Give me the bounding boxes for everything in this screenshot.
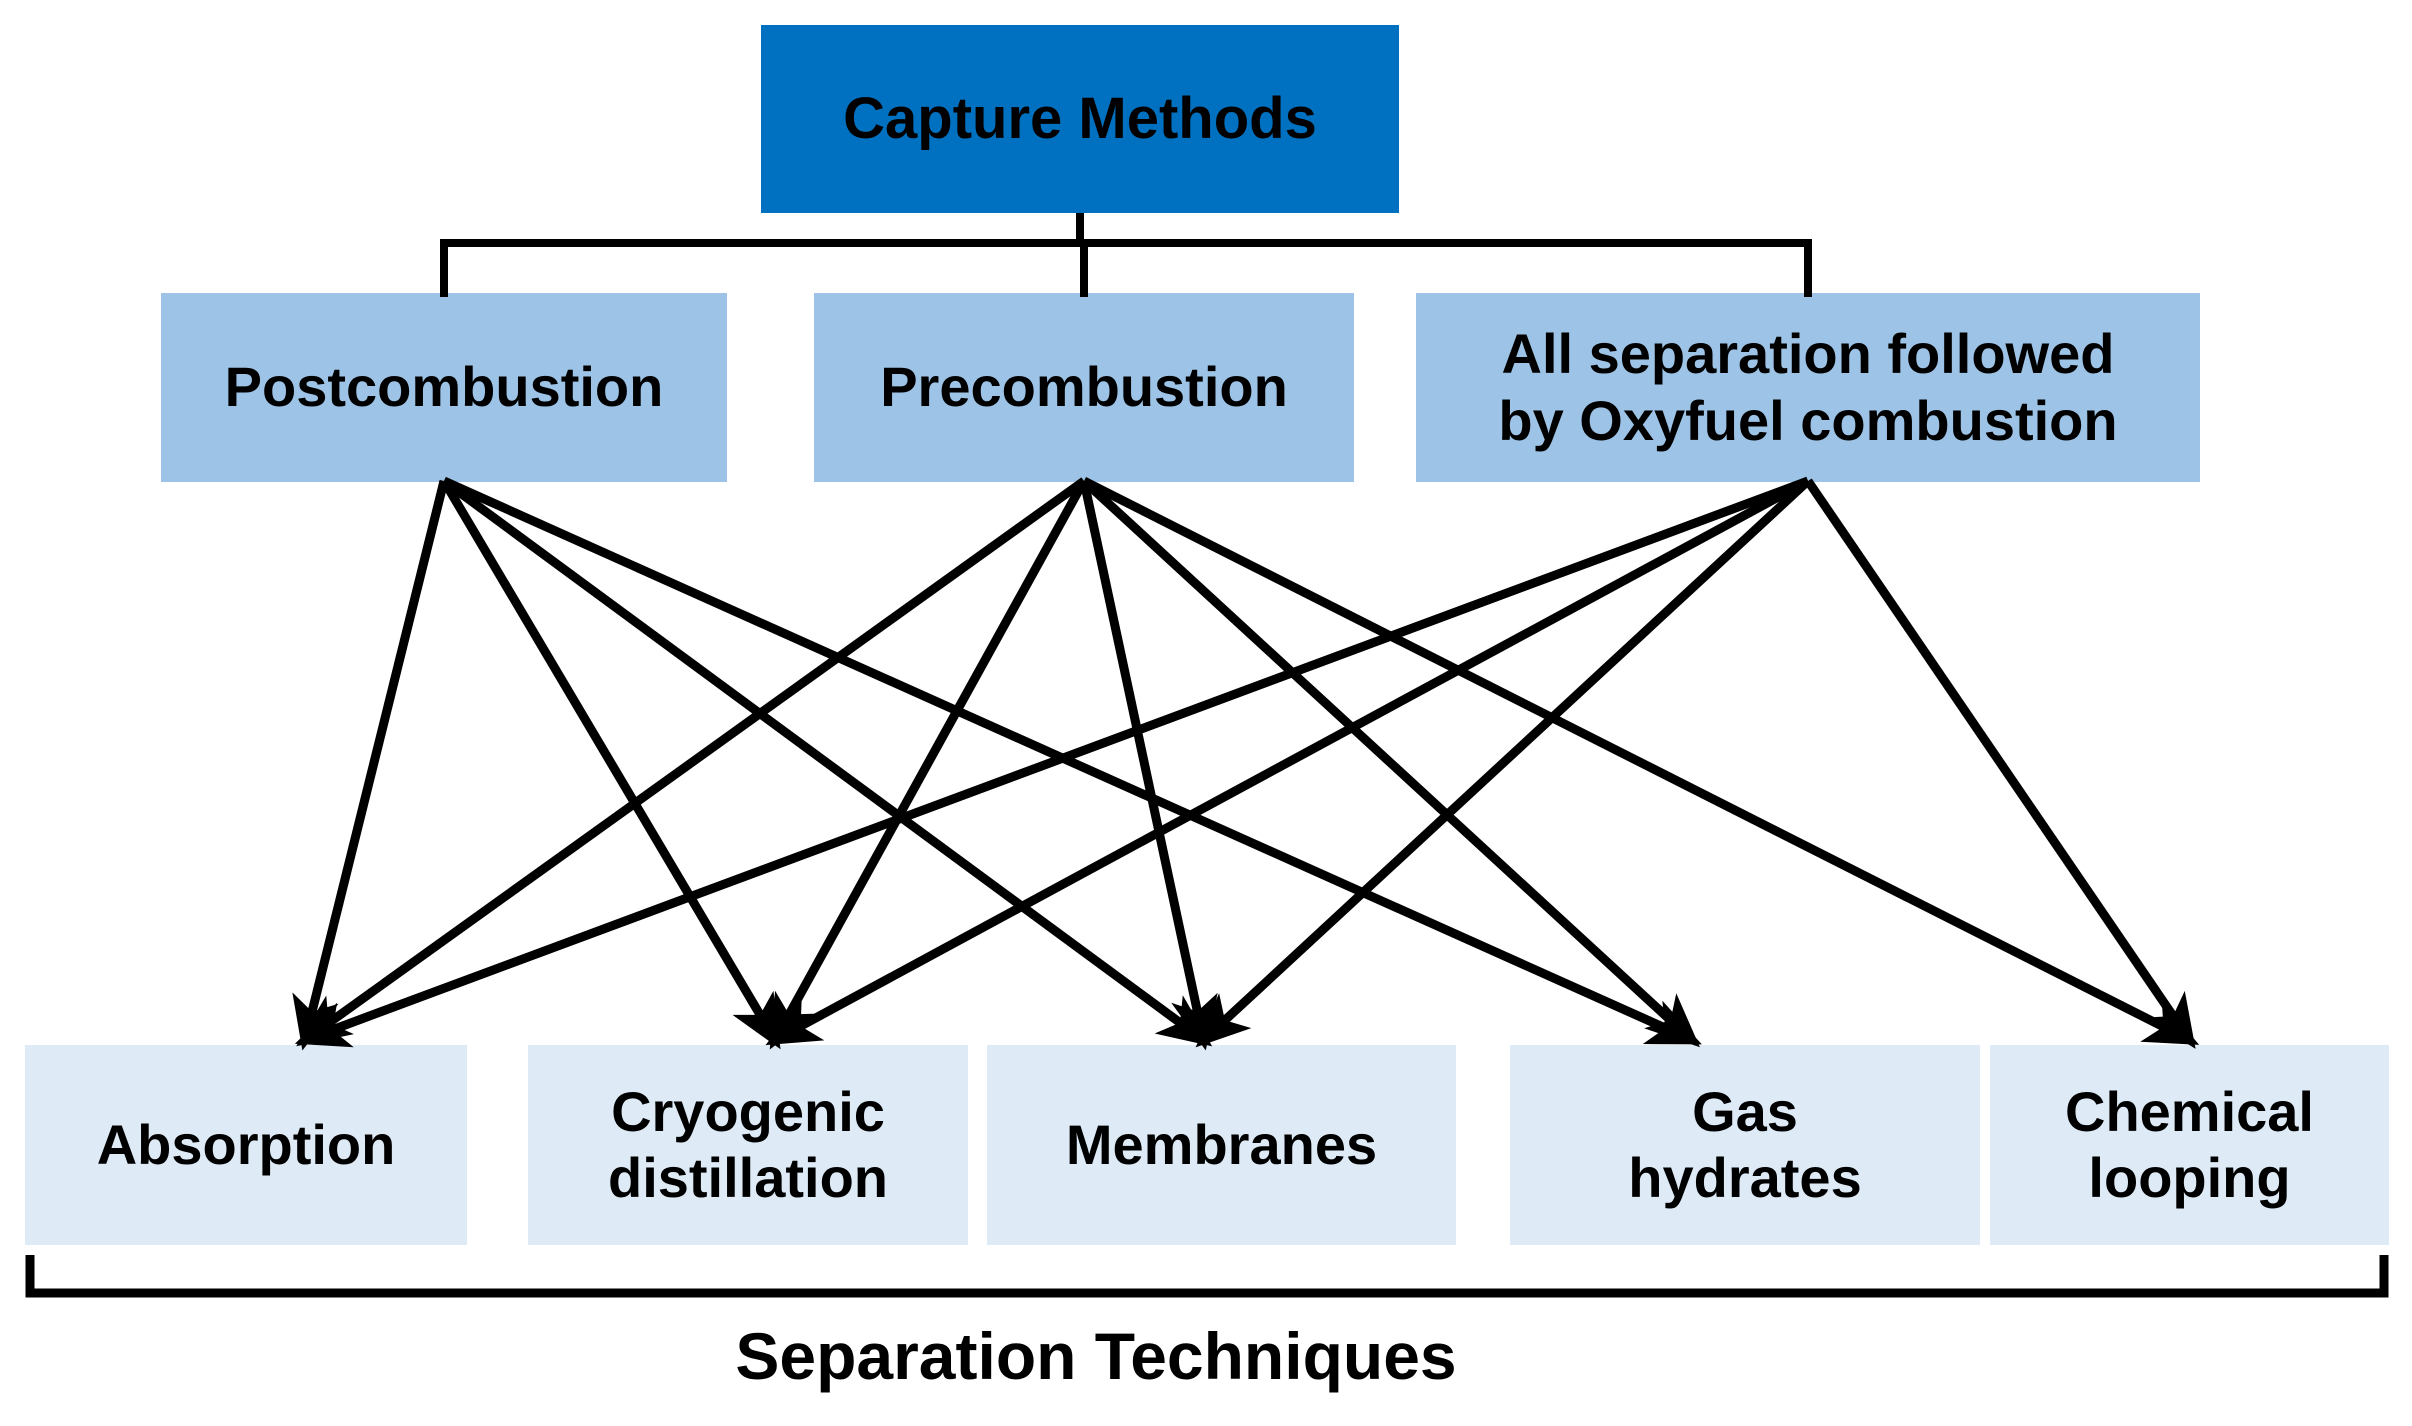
arrow-precombustion-to-cryogenic: [769, 478, 1088, 1050]
node-postcombustion: Postcombustion: [161, 293, 727, 482]
arrow-precombustion-to-membranes: [1079, 480, 1218, 1051]
bottom-bracket: [25, 1255, 2389, 1298]
bracket-label: Separation Techniques: [735, 1319, 1457, 1393]
arrow-oxyfuel-to-cryogenic: [765, 477, 1811, 1046]
arrow-oxyfuel-to-absorption: [294, 476, 1810, 1048]
node-absorption: Absorption: [25, 1045, 467, 1245]
arrow-precombustion-to-gas-hydrates: [1080, 477, 1700, 1048]
node-capture-methods: Capture Methods: [761, 25, 1399, 213]
arrow-precombustion-to-chemical-looping: [1081, 476, 2200, 1045]
node-membranes: Membranes: [987, 1045, 1456, 1245]
arrow-postcombustion-to-absorption: [292, 479, 449, 1051]
node-chemical-looping: Chemical looping: [1990, 1045, 2389, 1245]
node-precombustion: Precombustion: [814, 293, 1354, 482]
arrow-postcombustion-to-gas-hydrates: [442, 476, 1702, 1045]
node-gas-hydrates: Gas hydrates: [1510, 1045, 1980, 1245]
tree-connector: [440, 213, 1812, 297]
bracket-line: [25, 1255, 2389, 1298]
arrow-postcombustion-to-cryogenic: [440, 478, 781, 1050]
arrow-oxyfuel-to-chemical-looping: [1804, 478, 2196, 1049]
node-cryogenic-distillation: Cryogenic distillation: [528, 1045, 968, 1245]
arrow-edges: [292, 476, 2200, 1051]
node-oxyfuel-combustion: All separation followed by Oxyfuel combu…: [1416, 293, 2200, 482]
tree-line: [440, 239, 1812, 297]
arrow-postcombustion-to-membranes: [441, 477, 1213, 1047]
arrow-oxyfuel-to-membranes: [1195, 477, 1812, 1048]
arrow-precombustion-to-absorption: [296, 477, 1087, 1047]
